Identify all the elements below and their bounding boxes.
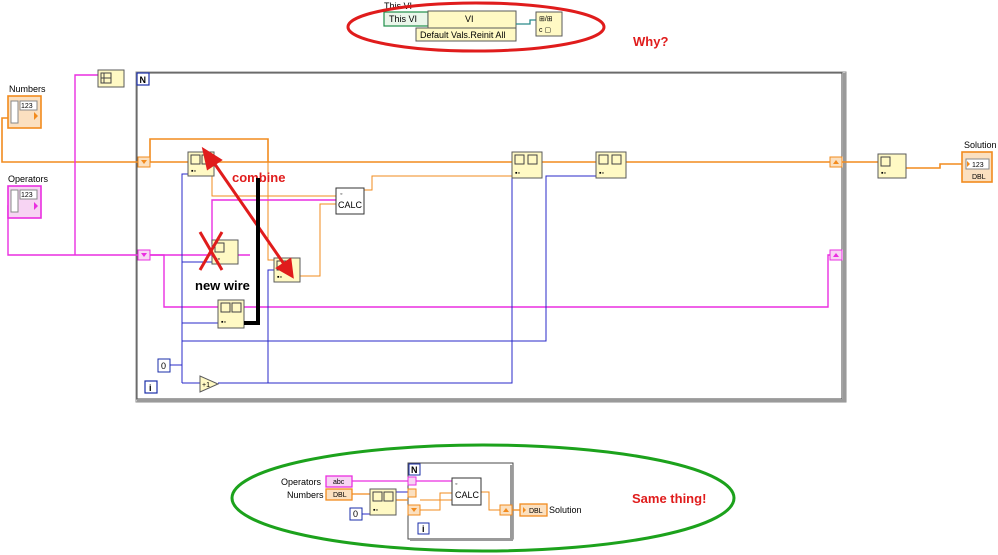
svg-text:▪▫: ▪▫ bbox=[599, 170, 604, 177]
simplified-numbers-control[interactable]: DBL bbox=[325, 488, 353, 501]
simplified-zero-constant[interactable]: 0 bbox=[349, 507, 363, 521]
red-ellipse bbox=[346, 1, 606, 53]
svg-text:This VI: This VI bbox=[389, 14, 417, 24]
simplified-iteration-terminal[interactable]: i bbox=[417, 522, 430, 535]
svg-text:123: 123 bbox=[972, 162, 984, 169]
svg-text:CALC: CALC bbox=[455, 490, 480, 500]
shift-register-right-top[interactable] bbox=[829, 156, 843, 168]
svg-text:▪▫: ▪▫ bbox=[221, 319, 226, 326]
loop-iteration-terminal[interactable]: i bbox=[144, 380, 158, 394]
svg-text:c ▢: c ▢ bbox=[539, 27, 551, 34]
svg-text:▪▫: ▪▫ bbox=[373, 507, 378, 514]
calc-subvi[interactable]: ◦ CALC bbox=[335, 187, 365, 215]
operators-label: Operators bbox=[8, 174, 49, 184]
simplified-tunnel-numbers[interactable] bbox=[407, 488, 417, 498]
svg-text:VI: VI bbox=[465, 14, 474, 24]
svg-text:0: 0 bbox=[161, 361, 166, 371]
simplified-calc-subvi[interactable]: ◦ CALC bbox=[451, 477, 482, 506]
svg-text:N: N bbox=[140, 75, 147, 85]
simplified-operators-control[interactable]: abc bbox=[325, 475, 353, 488]
numbers-label: Numbers bbox=[9, 84, 46, 94]
new-wire-annotation: new wire bbox=[195, 278, 250, 293]
invoke-node[interactable]: VI Default Vals.Reinit All bbox=[415, 10, 517, 42]
numbers-array-control[interactable]: 123 bbox=[7, 95, 42, 129]
shift-register-left-bottom[interactable] bbox=[137, 249, 151, 261]
simplified-solution-indicator[interactable]: DBL bbox=[519, 503, 548, 517]
svg-text:DBL: DBL bbox=[529, 508, 543, 515]
same-thing-annotation: Same thing! bbox=[632, 491, 706, 506]
simplified-loop-frame[interactable] bbox=[407, 462, 514, 541]
svg-text:N: N bbox=[411, 465, 418, 475]
simplified-tunnel-operators[interactable] bbox=[407, 476, 417, 486]
solution-indicator[interactable]: 123 DBL bbox=[961, 151, 993, 183]
svg-text:CALC: CALC bbox=[338, 200, 363, 210]
svg-text:DBL: DBL bbox=[972, 174, 986, 181]
svg-text:abc: abc bbox=[333, 479, 345, 486]
index-array-output-node[interactable]: ▪▫ bbox=[877, 153, 907, 179]
svg-text:123: 123 bbox=[21, 192, 33, 199]
why-annotation: Why? bbox=[633, 34, 668, 49]
zero-constant[interactable]: 0 bbox=[157, 358, 171, 373]
solution-label: Solution bbox=[964, 140, 997, 150]
simplified-shift-register-left[interactable] bbox=[407, 504, 421, 516]
svg-text:◦: ◦ bbox=[340, 191, 342, 198]
svg-text:▪▫: ▪▫ bbox=[515, 170, 520, 177]
build-array-node[interactable] bbox=[97, 69, 125, 88]
simplified-shift-register-right[interactable] bbox=[499, 504, 513, 516]
for-loop-frame[interactable] bbox=[135, 71, 847, 403]
new-wire-marker bbox=[244, 178, 260, 325]
simplified-wires bbox=[352, 480, 520, 515]
svg-text:123: 123 bbox=[21, 103, 33, 110]
blue-wires bbox=[170, 173, 596, 384]
green-ellipse bbox=[230, 443, 736, 553]
combine-arrow bbox=[201, 146, 294, 279]
svg-text:i: i bbox=[422, 524, 425, 534]
svg-text:⊞/⊞: ⊞/⊞ bbox=[539, 16, 553, 23]
red-x-mark bbox=[198, 231, 224, 271]
close-reference-node[interactable]: ⊞/⊞ c ▢ bbox=[535, 11, 563, 37]
loop-count-terminal[interactable]: N bbox=[136, 72, 150, 86]
array-node-right[interactable]: ▪▫ bbox=[595, 151, 627, 179]
svg-text:▪▫: ▪▫ bbox=[277, 274, 282, 281]
simplified-count-terminal[interactable]: N bbox=[408, 463, 421, 476]
top-this-vi-label: This VI bbox=[384, 1, 412, 11]
svg-text:▪▫: ▪▫ bbox=[881, 170, 886, 177]
svg-text:i: i bbox=[149, 383, 152, 393]
simplified-solution-label: Solution bbox=[549, 505, 582, 515]
svg-text:DBL: DBL bbox=[333, 492, 347, 499]
delete-array-node[interactable]: ▪▫ bbox=[217, 299, 245, 329]
pink-wires bbox=[7, 74, 834, 308]
simplified-operators-label: Operators bbox=[281, 477, 322, 487]
combine-annotation: combine bbox=[232, 170, 285, 185]
shift-register-right-bottom[interactable] bbox=[829, 249, 843, 261]
svg-text:◦: ◦ bbox=[455, 481, 457, 488]
svg-text:+1: +1 bbox=[202, 382, 210, 389]
svg-text:▪▫: ▪▫ bbox=[191, 168, 196, 175]
simplified-build-array-node[interactable]: ▪▫ bbox=[369, 488, 397, 516]
operators-array-control[interactable]: 123 bbox=[7, 185, 42, 219]
array-node-mid[interactable]: ▪▫ bbox=[511, 151, 543, 179]
simplified-numbers-label: Numbers bbox=[287, 490, 324, 500]
shift-register-left-top[interactable] bbox=[137, 156, 151, 168]
method-label: Default Vals.Reinit All bbox=[420, 30, 505, 40]
increment-node[interactable]: +1 bbox=[199, 375, 220, 393]
this-vi-reference[interactable]: This VI bbox=[383, 11, 429, 27]
svg-text:0: 0 bbox=[353, 509, 358, 519]
